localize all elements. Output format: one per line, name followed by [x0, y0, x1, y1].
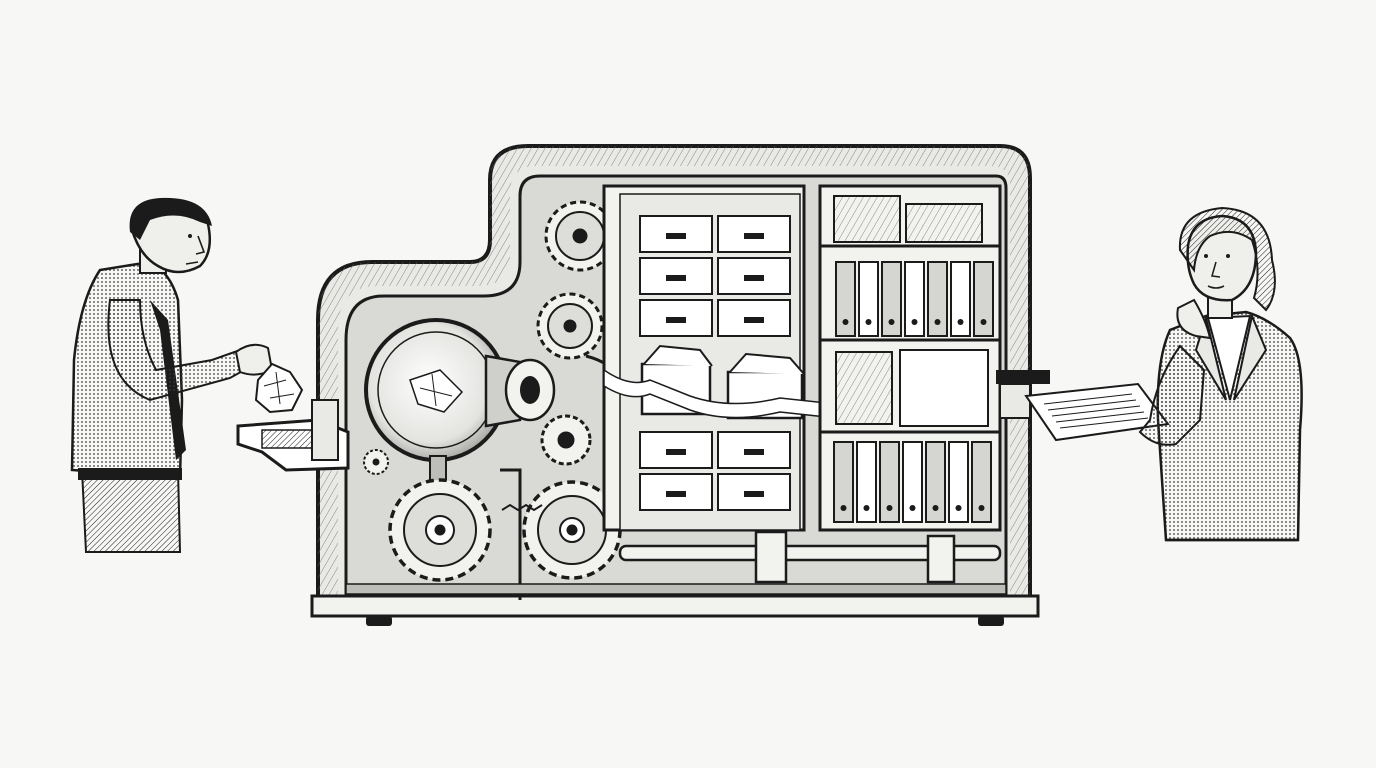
binder-ring: [909, 505, 916, 511]
rail-base: [345, 530, 1007, 595]
gear-icon: [540, 414, 592, 466]
binder: [973, 261, 994, 337]
binder-ring: [955, 505, 962, 511]
binder: [925, 441, 946, 523]
binder-ring: [863, 505, 870, 511]
drawer-handle: [744, 449, 764, 455]
gear-icon: [536, 292, 604, 360]
binder-ring: [934, 319, 941, 325]
binder: [948, 441, 969, 523]
gear-icon: [363, 449, 389, 475]
binder: [927, 261, 948, 337]
binder: [902, 441, 923, 523]
gears: [363, 200, 622, 600]
binder-ring: [865, 319, 872, 325]
machine: [236, 144, 1050, 626]
binder-ring: [957, 319, 964, 325]
crumpled-paper-icon: [254, 362, 304, 414]
drawer-handle: [666, 449, 686, 455]
drawer-handle: [666, 275, 686, 281]
binder-ring: [842, 319, 849, 325]
binder: [879, 441, 900, 523]
output-document: [1024, 382, 1170, 442]
drawer-handle: [744, 491, 764, 497]
binder: [881, 261, 902, 337]
gear-icon: [544, 200, 616, 272]
binder-ring: [932, 505, 939, 511]
binder: [858, 261, 879, 337]
intake-tray: [236, 399, 350, 472]
binder-shelves: [818, 184, 1002, 532]
binder-ring: [911, 319, 918, 325]
binder-ring: [840, 505, 847, 511]
binder: [950, 261, 971, 337]
drawer-handle: [744, 317, 764, 323]
left-person: [70, 197, 304, 553]
binder: [835, 261, 856, 337]
binder-ring: [980, 319, 987, 325]
gear-icon: [388, 478, 492, 582]
drawer-handle: [666, 491, 686, 497]
gear-icon: [522, 480, 622, 580]
binder: [833, 441, 854, 523]
binder-ring: [888, 319, 895, 325]
drawer-handle: [666, 233, 686, 239]
drawer: [717, 299, 791, 337]
drawer-handle: [744, 275, 764, 281]
binder: [856, 441, 877, 523]
output-slot: [996, 370, 1050, 419]
drawer: [717, 257, 791, 295]
binder: [971, 441, 992, 523]
binder-ring: [978, 505, 985, 511]
funnel-lens: [364, 318, 556, 489]
right-person: [1138, 206, 1303, 542]
drawer: [639, 431, 713, 469]
binder-ring: [886, 505, 893, 511]
binder: [904, 261, 925, 337]
drawer-handle: [744, 233, 764, 239]
card-catalog-drawers: [602, 184, 837, 532]
drawer-handle: [666, 317, 686, 323]
